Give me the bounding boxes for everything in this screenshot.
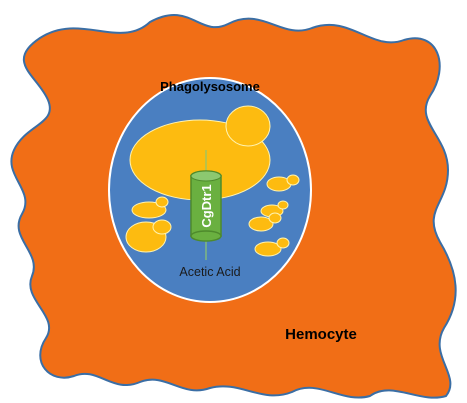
yeast-cluster [125, 105, 300, 257]
acetic-acid-label: Acetic Acid [179, 265, 240, 279]
hemocyte-label: Hemocyte [285, 326, 357, 343]
yeast-cell-large-bud [225, 105, 271, 147]
yeast-cell-right-mid-bud [277, 200, 289, 210]
membrane-transporter-icon [190, 170, 222, 242]
yeast-cell-left-bottom-bud [152, 219, 172, 235]
yeast-cell-right-bottom-bud [276, 237, 290, 249]
yeast-cell-left-top-bud [155, 196, 169, 208]
transporter-label: CgDtr1 [199, 184, 214, 227]
yeast-cell-right-lower [248, 216, 274, 232]
transporter-bottom-cap [190, 230, 222, 242]
yeast-cell-right-top-bud [286, 174, 300, 186]
yeast-cell-right-bottom [254, 241, 282, 257]
phagolysosome-label: Phagolysosome [160, 79, 260, 94]
yeast-cell-right-lower-bud [268, 212, 282, 224]
transporter-top-face [190, 170, 222, 182]
yeast-cell-left-top [131, 201, 167, 219]
